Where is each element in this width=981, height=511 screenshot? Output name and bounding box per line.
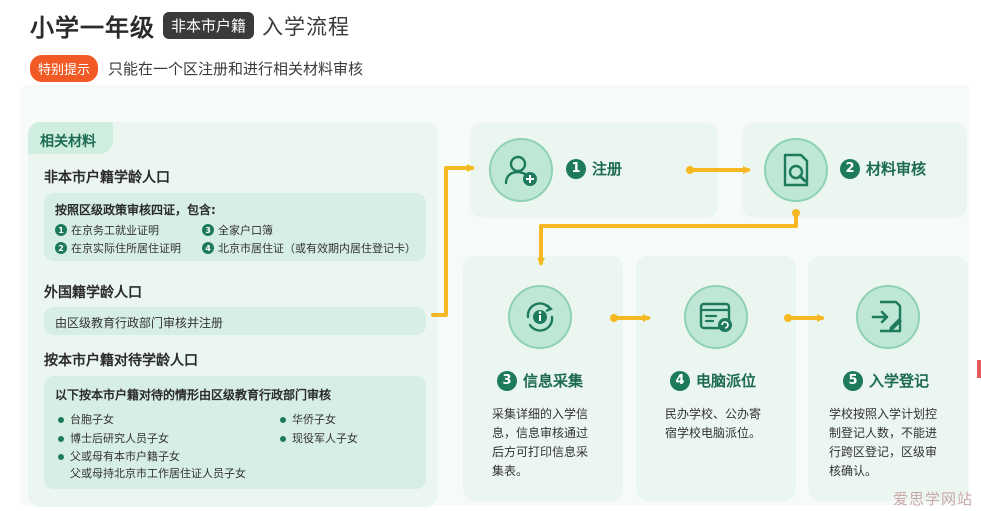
material-item-2-text: 在京实际住所居住证明 [71,242,181,255]
step-4-label: 4 电脑派位 [670,370,756,391]
material-item-4: 4 北京市居住证（或有效期内居住登记卡） [202,240,416,256]
material-item-3-text: 全家户口簿 [218,224,273,237]
material-item-1-text: 在京务工就业证明 [71,224,159,237]
section-treated-local-title: 按本市户籍对待学龄人口 [44,353,198,369]
section-non-local-title: 非本市户籍学龄人口 [44,170,170,186]
step-1-label: 1 注册 [566,158,622,179]
number-4-icon: 4 [202,242,214,254]
treated-item-1: 台胞子女 [58,411,114,427]
step-5-desc-line: 核确认。 [829,464,878,478]
step-5-label-text: 入学登记 [869,372,930,390]
document-search-icon [764,138,828,202]
step-2-number: 2 [840,158,860,179]
treated-item-5-text: 华侨子女 [292,413,336,426]
step-4-label-text: 电脑派位 [696,372,757,390]
materials-label: 相关材料 [40,134,96,150]
treated-item-2-text: 博士后研究人员子女 [70,432,169,445]
step-1-number: 1 [566,158,586,179]
treated-item-1-text: 台胞子女 [70,413,114,426]
section-non-local-box-head: 按照区级政策审核四证，包含: [55,203,216,217]
treated-item-4: 父或母持北京市工作居住证人员子女 [70,465,246,481]
treated-item-2: 博士后研究人员子女 [58,430,169,446]
material-item-2: 2 在京实际住所居住证明 [55,240,181,256]
step-3-description: 采集详细的入学信 息，信息审核通过 后方可打印信息采 集表。 [492,405,617,481]
section-treated-local-box-head: 以下按本市户籍对待的情形由区级教育行政部门审核 [55,388,332,402]
step-5-desc-line: 行跨区登记，区级审 [829,445,938,459]
step-4-desc-line: 民办学校、公办寄 [665,407,762,421]
treated-item-3-text: 父或母有本市户籍子女 [70,450,180,463]
step-4-number: 4 [670,370,690,391]
section-treated-local-box [44,376,426,489]
step-5-label: 5 入学登记 [843,370,929,391]
bullet-icon [58,417,64,423]
step-5-desc-line: 制登记人数，不能进 [829,426,938,440]
section-foreign-title: 外国籍学龄人口 [44,285,142,301]
edge-marker [977,360,981,378]
notice-row: 特别提示 只能在一个区注册和进行相关材料审核 [30,55,363,82]
treated-item-5: 华侨子女 [280,411,336,427]
step-4-description: 民办学校、公办寄 宿学校电脑派位。 [665,405,790,443]
step-3-label-text: 信息采集 [523,372,584,390]
number-1-icon: 1 [55,224,67,236]
bullet-icon [58,436,64,442]
notice-badge: 特别提示 [30,55,99,82]
bullet-icon [280,417,286,423]
treated-item-6-text: 现役军人子女 [292,432,358,445]
material-item-3: 3 全家户口簿 [202,222,273,238]
step-5-desc-line: 学校按照入学计划控 [829,407,938,421]
user-add-icon [489,138,553,202]
number-3-icon: 3 [202,224,214,236]
treated-item-6: 现役军人子女 [280,430,358,446]
step-3-desc-line: 后方可打印信息采 [492,445,589,459]
treated-item-3: 父或母有本市户籍子女 [58,448,180,464]
step-3-number: 3 [497,370,517,391]
step-3-desc-line: 息，信息审核通过 [492,426,589,440]
materials-card-tab [28,122,113,154]
page-header: 小学一年级 非本市户籍 入学流程 [30,8,350,43]
notice-text: 只能在一个区注册和进行相关材料审核 [108,60,364,78]
enroll-edit-icon [856,285,920,349]
step-5-number: 5 [843,370,863,391]
step-4-desc-line: 宿学校电脑派位。 [665,426,762,440]
page-subtitle: 入学流程 [262,14,351,39]
step-5-description: 学校按照入学计划控 制登记人数，不能进 行跨区登记，区级审 核确认。 [829,405,964,481]
step-2-label: 2 材料审核 [840,158,926,179]
bullet-icon [58,454,64,460]
section-foreign-box-text: 由区级教育行政部门审核并注册 [55,316,224,330]
step-3-desc-line: 集表。 [492,464,529,478]
step-3-desc-line: 采集详细的入学信 [492,407,589,421]
bullet-icon [280,436,286,442]
number-2-icon: 2 [55,242,67,254]
step-3-label: 3 信息采集 [497,370,583,391]
page-title: 小学一年级 [30,14,155,42]
section-non-local-box [44,193,426,261]
watermark: 爱思学网站 [892,490,973,508]
info-refresh-icon [508,285,572,349]
treated-item-4-text: 父或母持北京市工作居住证人员子女 [70,467,246,480]
step-2-label-text: 材料审核 [866,160,927,178]
title-tag: 非本市户籍 [163,12,255,39]
material-item-4-text: 北京市居住证（或有效期内居住登记卡） [218,242,416,255]
step-1-label-text: 注册 [592,160,623,178]
material-item-1: 1 在京务工就业证明 [55,222,159,238]
section-foreign-box [44,307,426,335]
computer-window-icon [684,285,748,349]
